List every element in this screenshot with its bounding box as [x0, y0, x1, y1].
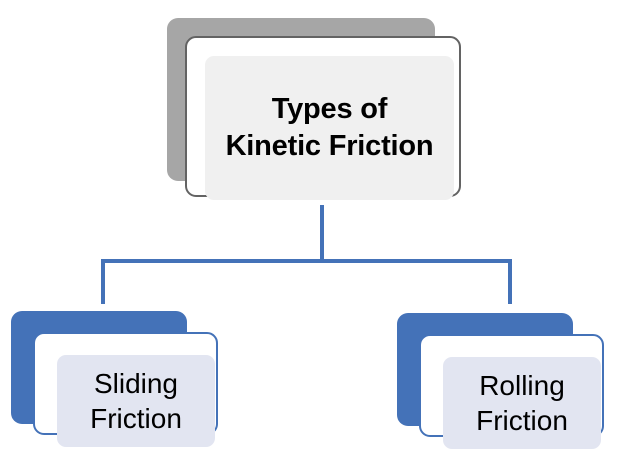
node-child-sliding-friction[interactable]: Sliding Friction: [11, 311, 221, 447]
node-child-rolling-fill: Rolling Friction: [443, 357, 601, 449]
node-child-sliding-card[interactable]: Sliding Friction: [33, 332, 218, 447]
node-child-sliding-fill: Sliding Friction: [57, 355, 215, 447]
node-root-card[interactable]: Types of Kinetic Friction: [185, 36, 461, 200]
node-child-rolling-friction[interactable]: Rolling Friction: [397, 313, 607, 449]
node-child-rolling-label: Rolling Friction: [476, 369, 568, 436]
node-child-rolling-card[interactable]: Rolling Friction: [419, 334, 604, 449]
connector-crossbar: [101, 259, 512, 263]
node-root-fill: Types of Kinetic Friction: [205, 56, 454, 200]
node-root-label: Types of Kinetic Friction: [225, 92, 434, 162]
connector-stem-root: [320, 205, 324, 263]
node-child-sliding-label: Sliding Friction: [90, 367, 182, 434]
connector-drop-right: [508, 259, 512, 304]
connector-drop-left: [101, 259, 105, 304]
node-root-types-of-kinetic-friction[interactable]: Types of Kinetic Friction: [167, 18, 462, 200]
